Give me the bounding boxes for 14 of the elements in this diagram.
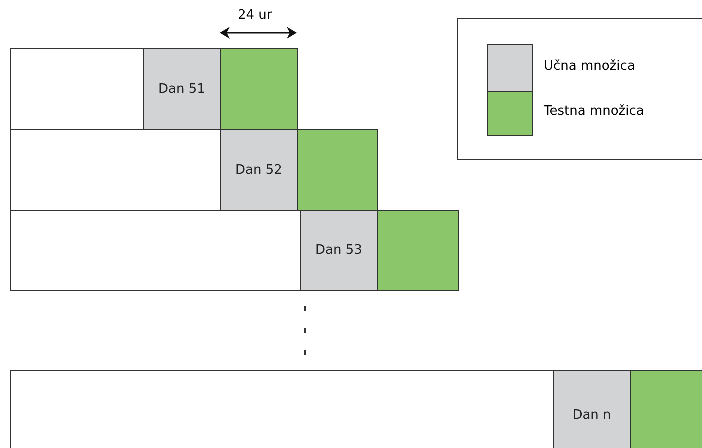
training-day-box: Dan 53: [300, 210, 378, 291]
history-bar: [10, 48, 144, 130]
legend-label: Testna množica: [544, 104, 644, 119]
training-day-box: Dan 52: [220, 129, 298, 211]
training-day-box: Dan n: [553, 370, 631, 448]
test-day-box: [297, 129, 378, 211]
test-day-box: [220, 48, 298, 130]
test-day-box: [377, 210, 459, 291]
history-bar: [10, 370, 554, 448]
test-day-box: [630, 370, 702, 448]
training-day-box: Dan 51: [143, 48, 221, 130]
history-bar: [10, 210, 301, 291]
dimension-label: 24 ur: [238, 8, 272, 23]
legend-label: Učna množica: [544, 59, 636, 74]
